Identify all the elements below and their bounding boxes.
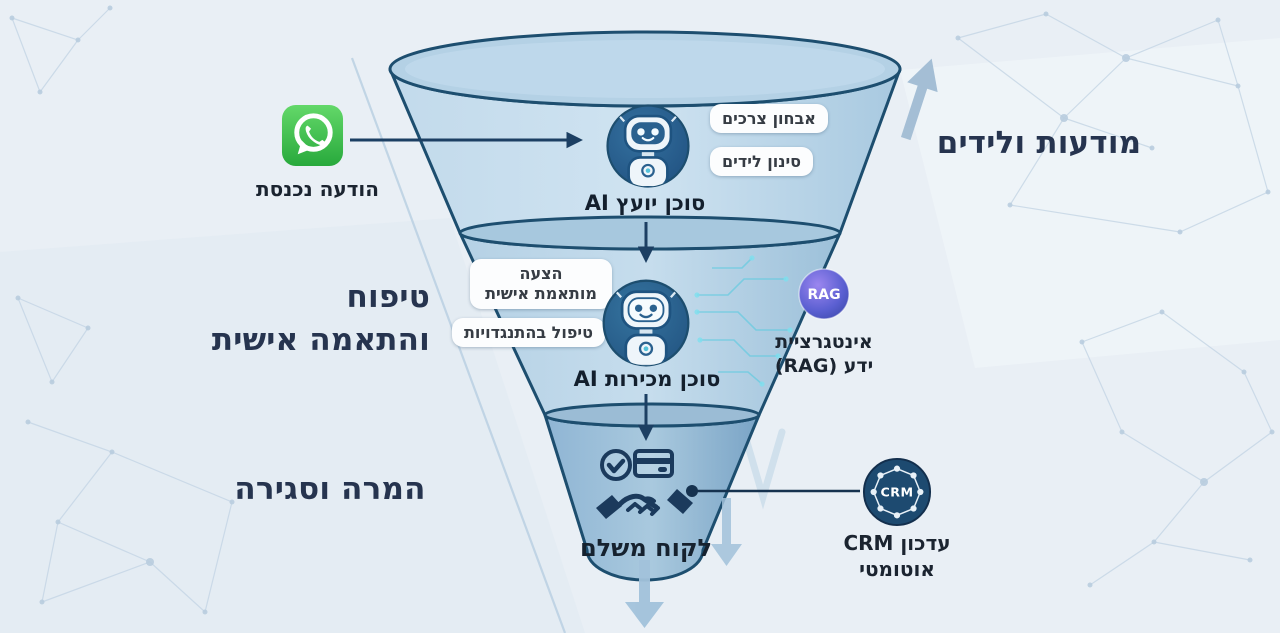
circuit-dots [694,255,793,387]
sales-agent-label: סוכן מכירות AI [573,367,721,391]
chevron-decoration [740,428,786,510]
stage-conversion-label: המרה וסגירה [234,471,426,507]
crm-connector [686,485,860,497]
rag-label-line1: אינטגרציית [775,331,873,353]
side-down-arrow [711,498,742,566]
chat-bubble-objections: טיפול בהתנגדויות [452,318,605,347]
up-arrow [900,58,938,141]
stage-nurture-label: טיפוח והתאמה אישית [140,276,430,362]
bubble-offer-line2: מותאמת אישית [485,284,597,303]
crm-label: עדכון CRM אוטומטי [822,531,972,582]
stage-awareness-label: מודעות ולידים [936,125,1142,161]
bottom-arrow [625,560,664,628]
chat-bubble-needs: אבחון צרכים [710,104,828,133]
rag-badge-text: RAG [807,287,840,303]
crm-network-icon: CRM [862,457,932,527]
whatsapp-icon [281,104,344,167]
robot-avatar-icon [602,279,690,367]
flow-arrows [350,131,655,441]
chat-bubble-filter: סינון לידים [710,147,814,176]
bubble-offer-line1: הצעה [519,264,563,283]
crm-badge-text: CRM [880,484,913,499]
paying-customer-label: לקוח משלם [579,534,713,562]
plexus-dots [9,5,1275,615]
stage-nurture-line2: והתאמה אישית [211,321,430,358]
chat-bubble-offer: הצעה מותאמת אישית [470,259,612,309]
handshake-payment-icon [596,449,693,519]
rag-atom-icon: RAG [798,268,850,320]
crm-label-line1: עדכון CRM [843,531,951,555]
rag-label: אינטגרציית ידע (RAG) [748,330,900,379]
circuit-pattern [697,257,790,385]
crm-label-line2: אוטומטי [859,556,935,581]
whatsapp-label: הודעה נכנסת [255,177,380,201]
rag-label-line2: ידע (RAG) [774,355,874,378]
background-bands [0,38,1280,633]
stage-nurture-line1: טיפוח [346,279,430,315]
robot-avatar-icon [606,104,690,188]
advisor-agent-label: סוכן יועץ AI [584,191,706,215]
